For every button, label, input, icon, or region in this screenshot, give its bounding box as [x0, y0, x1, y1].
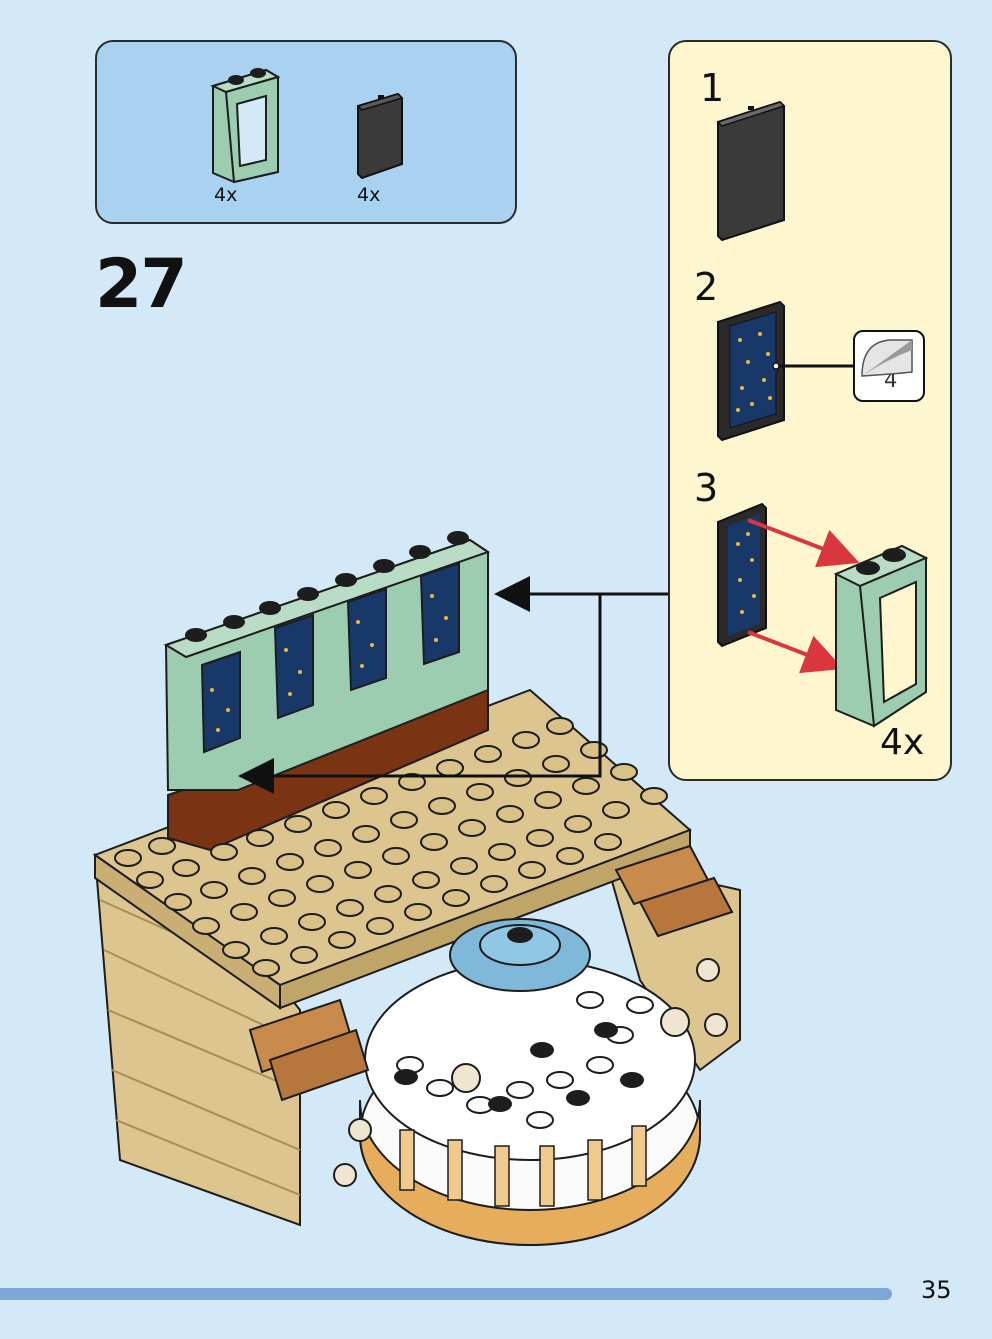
window-frame-part-image [210, 68, 281, 184]
sub-step-3-pane [717, 502, 767, 648]
glass-pane-part-image [356, 92, 404, 180]
window-frames-row [163, 531, 491, 791]
insert-arrow-top [747, 518, 860, 568]
sub-step-3-number: 3 [694, 466, 719, 510]
parts-list-box [95, 40, 517, 224]
insert-arrow-bottom [747, 630, 844, 674]
round-platform [359, 959, 701, 1246]
blue-turntable [449, 918, 591, 992]
progress-bar [0, 1288, 892, 1300]
baseplate-studs [114, 717, 668, 977]
base-block [93, 852, 741, 1227]
frame-quantity: 4x [214, 184, 238, 206]
page-number: 35 [921, 1276, 952, 1304]
pane-quantity: 4x [357, 184, 381, 206]
step-number: 27 [95, 245, 188, 324]
sub-assembly-quantity: 4x [880, 722, 925, 763]
sub-step-2-number: 2 [694, 265, 719, 309]
treasure-chests [248, 844, 734, 1102]
sub-step-1-pane [716, 100, 786, 242]
sub-step-3-frame [833, 544, 929, 728]
sub-step-2-pane [717, 300, 853, 442]
sticker-icon [861, 339, 913, 377]
lanterns [333, 958, 728, 1187]
placement-arrow-line [268, 592, 668, 778]
sub-step-1-number: 1 [700, 66, 725, 110]
